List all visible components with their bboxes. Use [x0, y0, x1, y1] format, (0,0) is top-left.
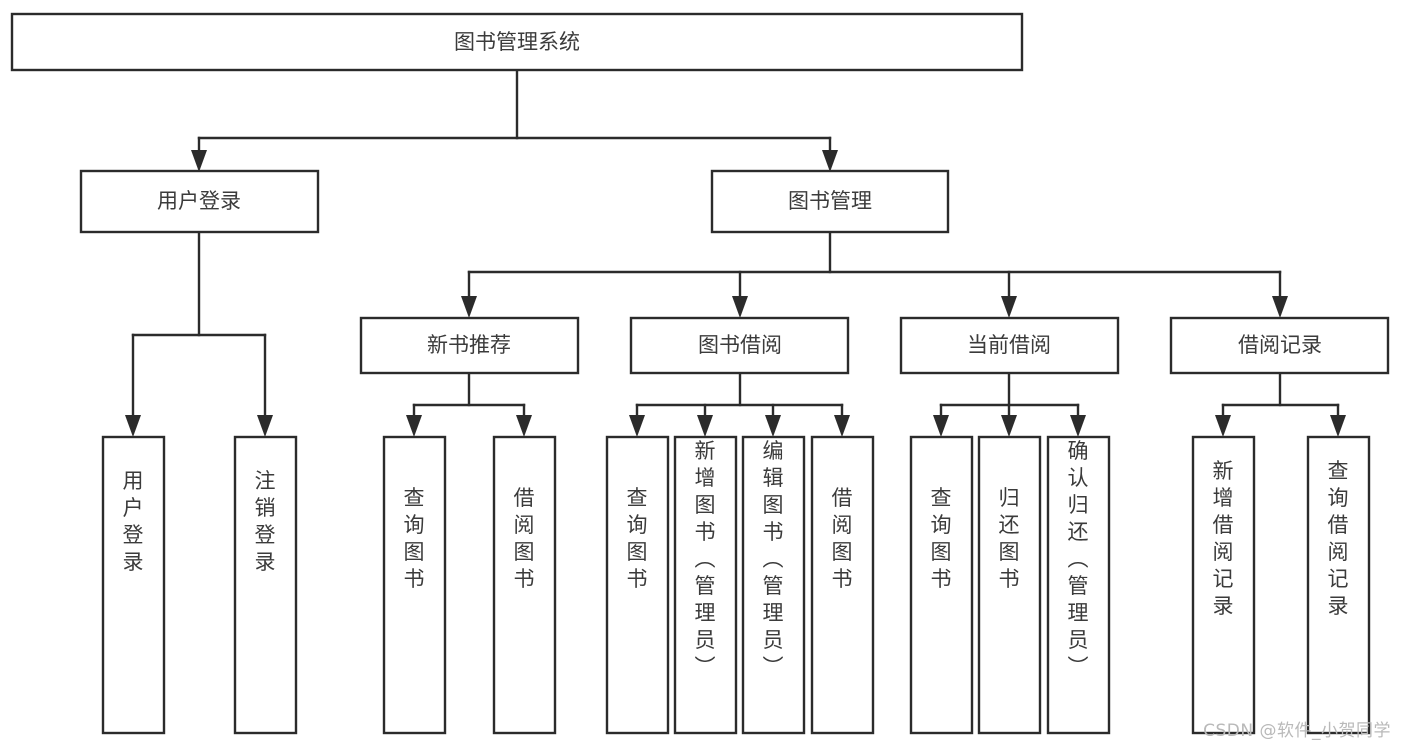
leaf-current-borrow-2-box[interactable]	[977, 435, 1042, 735]
node-current-borrow[interactable]: 当前借阅	[899, 316, 1120, 375]
arrow-head-leaf-borrow-record-2	[1330, 415, 1346, 437]
node-book-management-box[interactable]	[710, 169, 950, 234]
leaf-node[interactable]: 新增图书︵管理员︶	[673, 435, 738, 735]
node-borrow-record-box[interactable]	[1169, 316, 1390, 375]
leaf-borrow-record-2-box[interactable]	[1306, 435, 1371, 735]
leaf-borrow-record-2-label: 查询借阅记录	[1328, 459, 1349, 618]
leaf-borrow-record-1-box[interactable]	[1191, 435, 1256, 735]
node-root[interactable]: 图书管理系统	[10, 12, 1024, 72]
leaf-node[interactable]: 新增借阅记录	[1191, 435, 1256, 735]
arrow-head-leaf-book-borrow-2	[697, 415, 713, 437]
leaf-new-book-2-label: 借阅图书	[514, 486, 535, 591]
leaf-user-login-1-label: 用户登录	[123, 469, 144, 574]
leaf-node[interactable]: 用户登录	[101, 435, 166, 735]
arrow-head-leaf-new-book-1	[406, 415, 422, 437]
arrow-head-leaf-user-login-1	[125, 415, 141, 437]
leaf-current-borrow-3-label: 确认归还︵管理员︶	[1068, 439, 1089, 679]
leaf-new-book-1-box[interactable]	[382, 435, 447, 735]
leaf-book-borrow-3-box[interactable]	[741, 435, 806, 735]
arrow-head-user-login	[191, 150, 207, 172]
node-borrow-record-label: 借阅记录	[1238, 333, 1322, 357]
node-book-management-label: 图书管理	[788, 189, 872, 213]
arrow-head-leaf-current-borrow-3	[1070, 415, 1086, 437]
leaf-node[interactable]: 查询借阅记录	[1306, 435, 1371, 735]
arrow-head-book-borrow	[732, 296, 748, 318]
arrow-head-leaf-current-borrow-2	[1001, 415, 1017, 437]
leaf-user-login-2-box[interactable]	[233, 435, 298, 735]
arrow-head-leaf-book-borrow-1	[629, 415, 645, 437]
leaf-borrow-record-1-label: 新增借阅记录	[1213, 459, 1234, 618]
leaf-node[interactable]: 查询图书	[605, 435, 670, 735]
leaf-book-borrow-4-box[interactable]	[810, 435, 875, 735]
node-current-borrow-label: 当前借阅	[967, 333, 1051, 357]
node-current-borrow-box[interactable]	[899, 316, 1120, 375]
arrow-head-borrow-record	[1272, 296, 1288, 318]
leaf-book-borrow-2-box[interactable]	[673, 435, 738, 735]
leaf-book-borrow-1-label: 查询图书	[627, 486, 648, 591]
leaf-book-borrow-1-box[interactable]	[605, 435, 670, 735]
arrow-head-new-book	[461, 296, 477, 318]
leaf-node[interactable]: 编辑图书︵管理员︶	[741, 435, 806, 735]
leaf-node[interactable]: 查询图书	[909, 435, 974, 735]
node-book-borrow-label: 图书借阅	[698, 333, 782, 357]
node-book-borrow[interactable]: 图书借阅	[629, 316, 850, 375]
leaf-current-borrow-2-label: 归还图书	[999, 486, 1020, 591]
node-new-book-recommend-box[interactable]	[359, 316, 580, 375]
leaf-user-login-1-box[interactable]	[101, 435, 166, 735]
leaf-new-book-2-box[interactable]	[492, 435, 557, 735]
leaf-node[interactable]: 借阅图书	[492, 435, 557, 735]
node-user-login-box[interactable]	[79, 169, 320, 234]
leaf-node[interactable]: 归还图书	[977, 435, 1042, 735]
arrow-head-leaf-current-borrow-1	[933, 415, 949, 437]
node-user-login-label: 用户登录	[157, 189, 241, 213]
arrow-head-leaf-user-login-2	[257, 415, 273, 437]
arrow-head-leaf-borrow-record-1	[1215, 415, 1231, 437]
connector-layer	[125, 68, 1346, 437]
leaf-node[interactable]: 注销登录	[233, 435, 298, 735]
arrow-head-book-mgmt	[822, 150, 838, 172]
leaf-user-login-2-label: 注销登录	[255, 469, 276, 574]
leaf-node[interactable]: 确认归还︵管理员︶	[1046, 435, 1111, 735]
node-borrow-record[interactable]: 借阅记录	[1169, 316, 1390, 375]
node-book-management[interactable]: 图书管理	[710, 169, 950, 234]
arrow-head-leaf-book-borrow-4	[834, 415, 850, 437]
arrow-head-current-borrow	[1001, 296, 1017, 318]
node-root-label: 图书管理系统	[454, 30, 580, 54]
leaf-node[interactable]: 查询图书	[382, 435, 447, 735]
arrow-head-leaf-new-book-2	[516, 415, 532, 437]
leaf-current-borrow-1-label: 查询图书	[931, 486, 952, 591]
arrow-head-leaf-book-borrow-3	[765, 415, 781, 437]
node-root-box[interactable]	[10, 12, 1024, 72]
watermark: CSDN @软件_小贺同学	[1203, 721, 1391, 741]
leaf-book-borrow-3-label: 编辑图书︵管理员︶	[763, 439, 784, 679]
node-new-book-recommend-label: 新书推荐	[427, 333, 511, 357]
node-user-login[interactable]: 用户登录	[79, 169, 320, 234]
leaf-current-borrow-1-box[interactable]	[909, 435, 974, 735]
node-new-book-recommend[interactable]: 新书推荐	[359, 316, 580, 375]
leaf-current-borrow-3-box[interactable]	[1046, 435, 1111, 735]
leaf-node[interactable]: 借阅图书	[810, 435, 875, 735]
leaf-new-book-1-label: 查询图书	[404, 486, 425, 591]
leaf-book-borrow-2-label: 新增图书︵管理员︶	[695, 439, 716, 679]
leaf-book-borrow-4-label: 借阅图书	[832, 486, 853, 591]
node-book-borrow-box[interactable]	[629, 316, 850, 375]
